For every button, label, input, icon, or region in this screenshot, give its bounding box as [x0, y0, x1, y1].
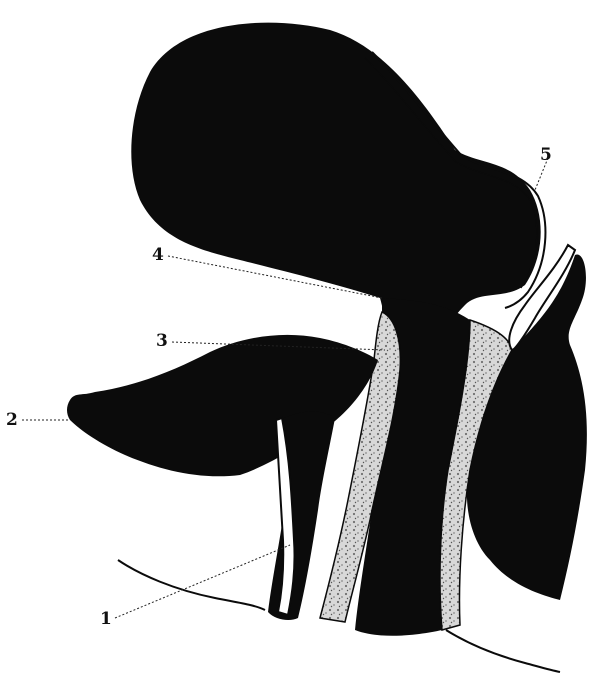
leader-line-1 — [115, 545, 290, 618]
label-3: 3 — [156, 331, 168, 351]
label-2: 2 — [6, 410, 18, 430]
label-5: 5 — [540, 145, 552, 165]
left-tapered-form — [67, 335, 378, 476]
label-1: 1 — [100, 609, 112, 629]
label-4: 4 — [152, 245, 164, 265]
bottom-right-membrane — [446, 630, 560, 672]
bottom-left-membrane — [118, 560, 265, 610]
